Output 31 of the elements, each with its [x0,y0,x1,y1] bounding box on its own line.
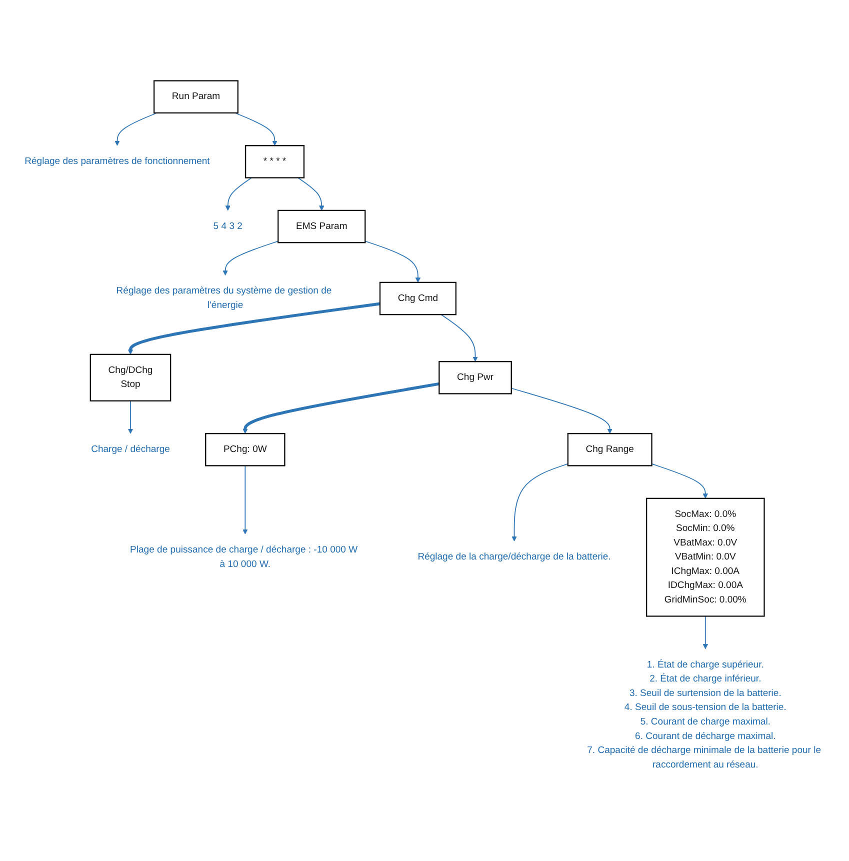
arrow [510,387,612,434]
arrow [242,382,440,434]
arrow [242,464,248,534]
node-box: Chg Cmd [379,281,456,315]
arrow [440,314,478,362]
node-text: Réglage de la charge/décharge de la batterie. [418,552,611,562]
node-box: EMS Param [278,209,366,243]
node-box: SocMax: 0.0% SocMin: 0.0% VBatMax: 0.0V VBatMin: 0.0V IChgMax: 0.00A IDChgMax: 0.00A GridMinSoc: 0.00% [646,497,765,616]
arrow [225,176,252,210]
node-box: PChg: 0W [205,432,286,466]
node-text: Réglage des paramètres du système de gestion de l'énergie [116,286,332,310]
node-box: Chg Range [567,432,652,466]
node-text: 1. État de charge supérieur. 2. État de charge inférieur. 3. Seuil de surtension de la batterie. 4. Seuil de sous-tension de la batterie. 5. Courant de charge maximal. 6. Courant de décharge maximal. 7. Capacité de décharge minimale de la batterie pour le raccordement au réseau. [587,659,822,770]
node-box: Chg Pwr [438,360,512,394]
node-text: Plage de puissance de charge / décharge : -10 000 W à 10 000 W. [130,544,358,569]
node-box: Run Param [153,80,238,114]
node-text: Charge / décharge [91,444,170,454]
node-box: * * * * [244,144,305,178]
arrow [222,240,279,276]
arrow [512,463,568,542]
arrow [114,112,158,146]
arrow [128,302,380,354]
arrow [234,112,278,146]
arrow [651,463,708,498]
node-text: Réglage des paramètres de fonctionnement [24,156,210,166]
arrow [298,176,324,210]
node-text: 5 4 3 2 [213,220,242,231]
arrow [364,240,421,282]
arrow [128,400,134,434]
arrow [702,615,708,649]
node-box: Chg/DChg Stop [90,353,172,402]
